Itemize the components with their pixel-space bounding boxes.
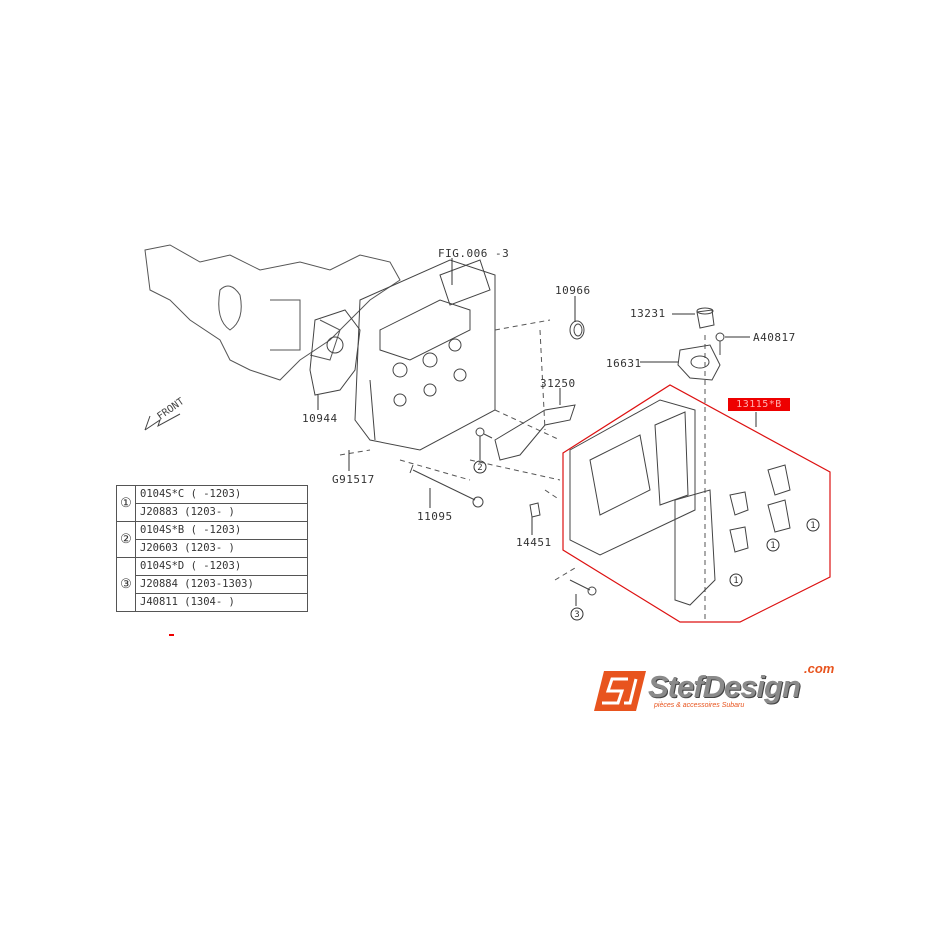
svg-text:1: 1 (770, 541, 775, 551)
logo-brand-text: StefDesign (648, 669, 801, 704)
logo-dotcom: .com (804, 661, 835, 676)
svg-text:3: 3 (574, 610, 579, 620)
stefdesign-logo: StefDesign .com pièces & accessoires Sub… (594, 661, 856, 717)
legend-part: J40811 (1304- ) (135, 593, 308, 612)
bolt-callout-3 (569, 579, 597, 596)
legend-row: ③ 0104S*D ( -1203) (116, 557, 308, 612)
legend-symbol-1: ① (116, 485, 136, 522)
camshaft-carrier (569, 399, 791, 606)
legend-row: ② 0104S*B ( -1203) (116, 521, 308, 558)
sd-logo-mark-icon (594, 671, 646, 711)
legend-symbol-3: ③ (116, 557, 136, 612)
svg-text:2: 2 (477, 463, 482, 473)
seal-10966 (569, 320, 585, 340)
part-label-10966: 10966 (555, 284, 591, 297)
part-label-G91517: G91517 (332, 473, 375, 486)
legend-row: J20884 (1203-1303) (117, 575, 308, 594)
engine-block-outline (144, 244, 401, 381)
bolt-11095 (409, 464, 484, 508)
part-label-16631: 16631 (606, 357, 642, 370)
bolt-A40817 (715, 332, 725, 355)
legend-symbol-2: ② (116, 521, 136, 558)
legend-part: 0104S*D ( -1203) (135, 557, 308, 576)
bolt-legend-table: ① 0104S*C ( -1203) J20883 (1203- ) ② 010… (116, 485, 308, 612)
legend-part: 0104S*B ( -1203) (135, 521, 308, 540)
legend-row: J40811 (1304- ) (117, 593, 308, 612)
dowel-14451 (529, 502, 541, 518)
legend-part: J20603 (1203- ) (135, 539, 308, 558)
logo-tagline: pièces & accessoires Subaru (654, 702, 745, 709)
highlight-outline (562, 384, 831, 623)
legend-part: J20884 (1203-1303) (135, 575, 308, 594)
plate-31250 (494, 404, 576, 461)
part-label-10944: 10944 (302, 412, 338, 425)
part-label-11095: 11095 (417, 510, 453, 523)
part-label-14451: 14451 (516, 536, 552, 549)
part-label-A40817: A40817 (753, 331, 796, 344)
front-arrow-icon (144, 413, 181, 431)
bolt-callout-2 (475, 427, 493, 439)
head-gasket-10944 (309, 309, 361, 396)
part-label-31250: 31250 (540, 377, 576, 390)
legend-part: 0104S*C ( -1203) (135, 485, 308, 504)
svg-text:1: 1 (810, 521, 815, 531)
highlighted-part-label[interactable]: 13115*B (728, 398, 790, 411)
cap-13231 (696, 307, 715, 329)
legend-row: J20603 (1203- ) (117, 539, 308, 558)
legend-part: J20883 (1203- ) (135, 503, 308, 522)
part-label-13231: 13231 (630, 307, 666, 320)
figure-reference-label: FIG.006 -3 (438, 247, 510, 260)
housing-16631 (677, 344, 721, 381)
cylinder-head (354, 259, 496, 451)
legend-row: J20883 (1203- ) (117, 503, 308, 522)
legend-row: ① 0104S*C ( -1203) (116, 485, 308, 522)
svg-text:1: 1 (733, 576, 738, 586)
